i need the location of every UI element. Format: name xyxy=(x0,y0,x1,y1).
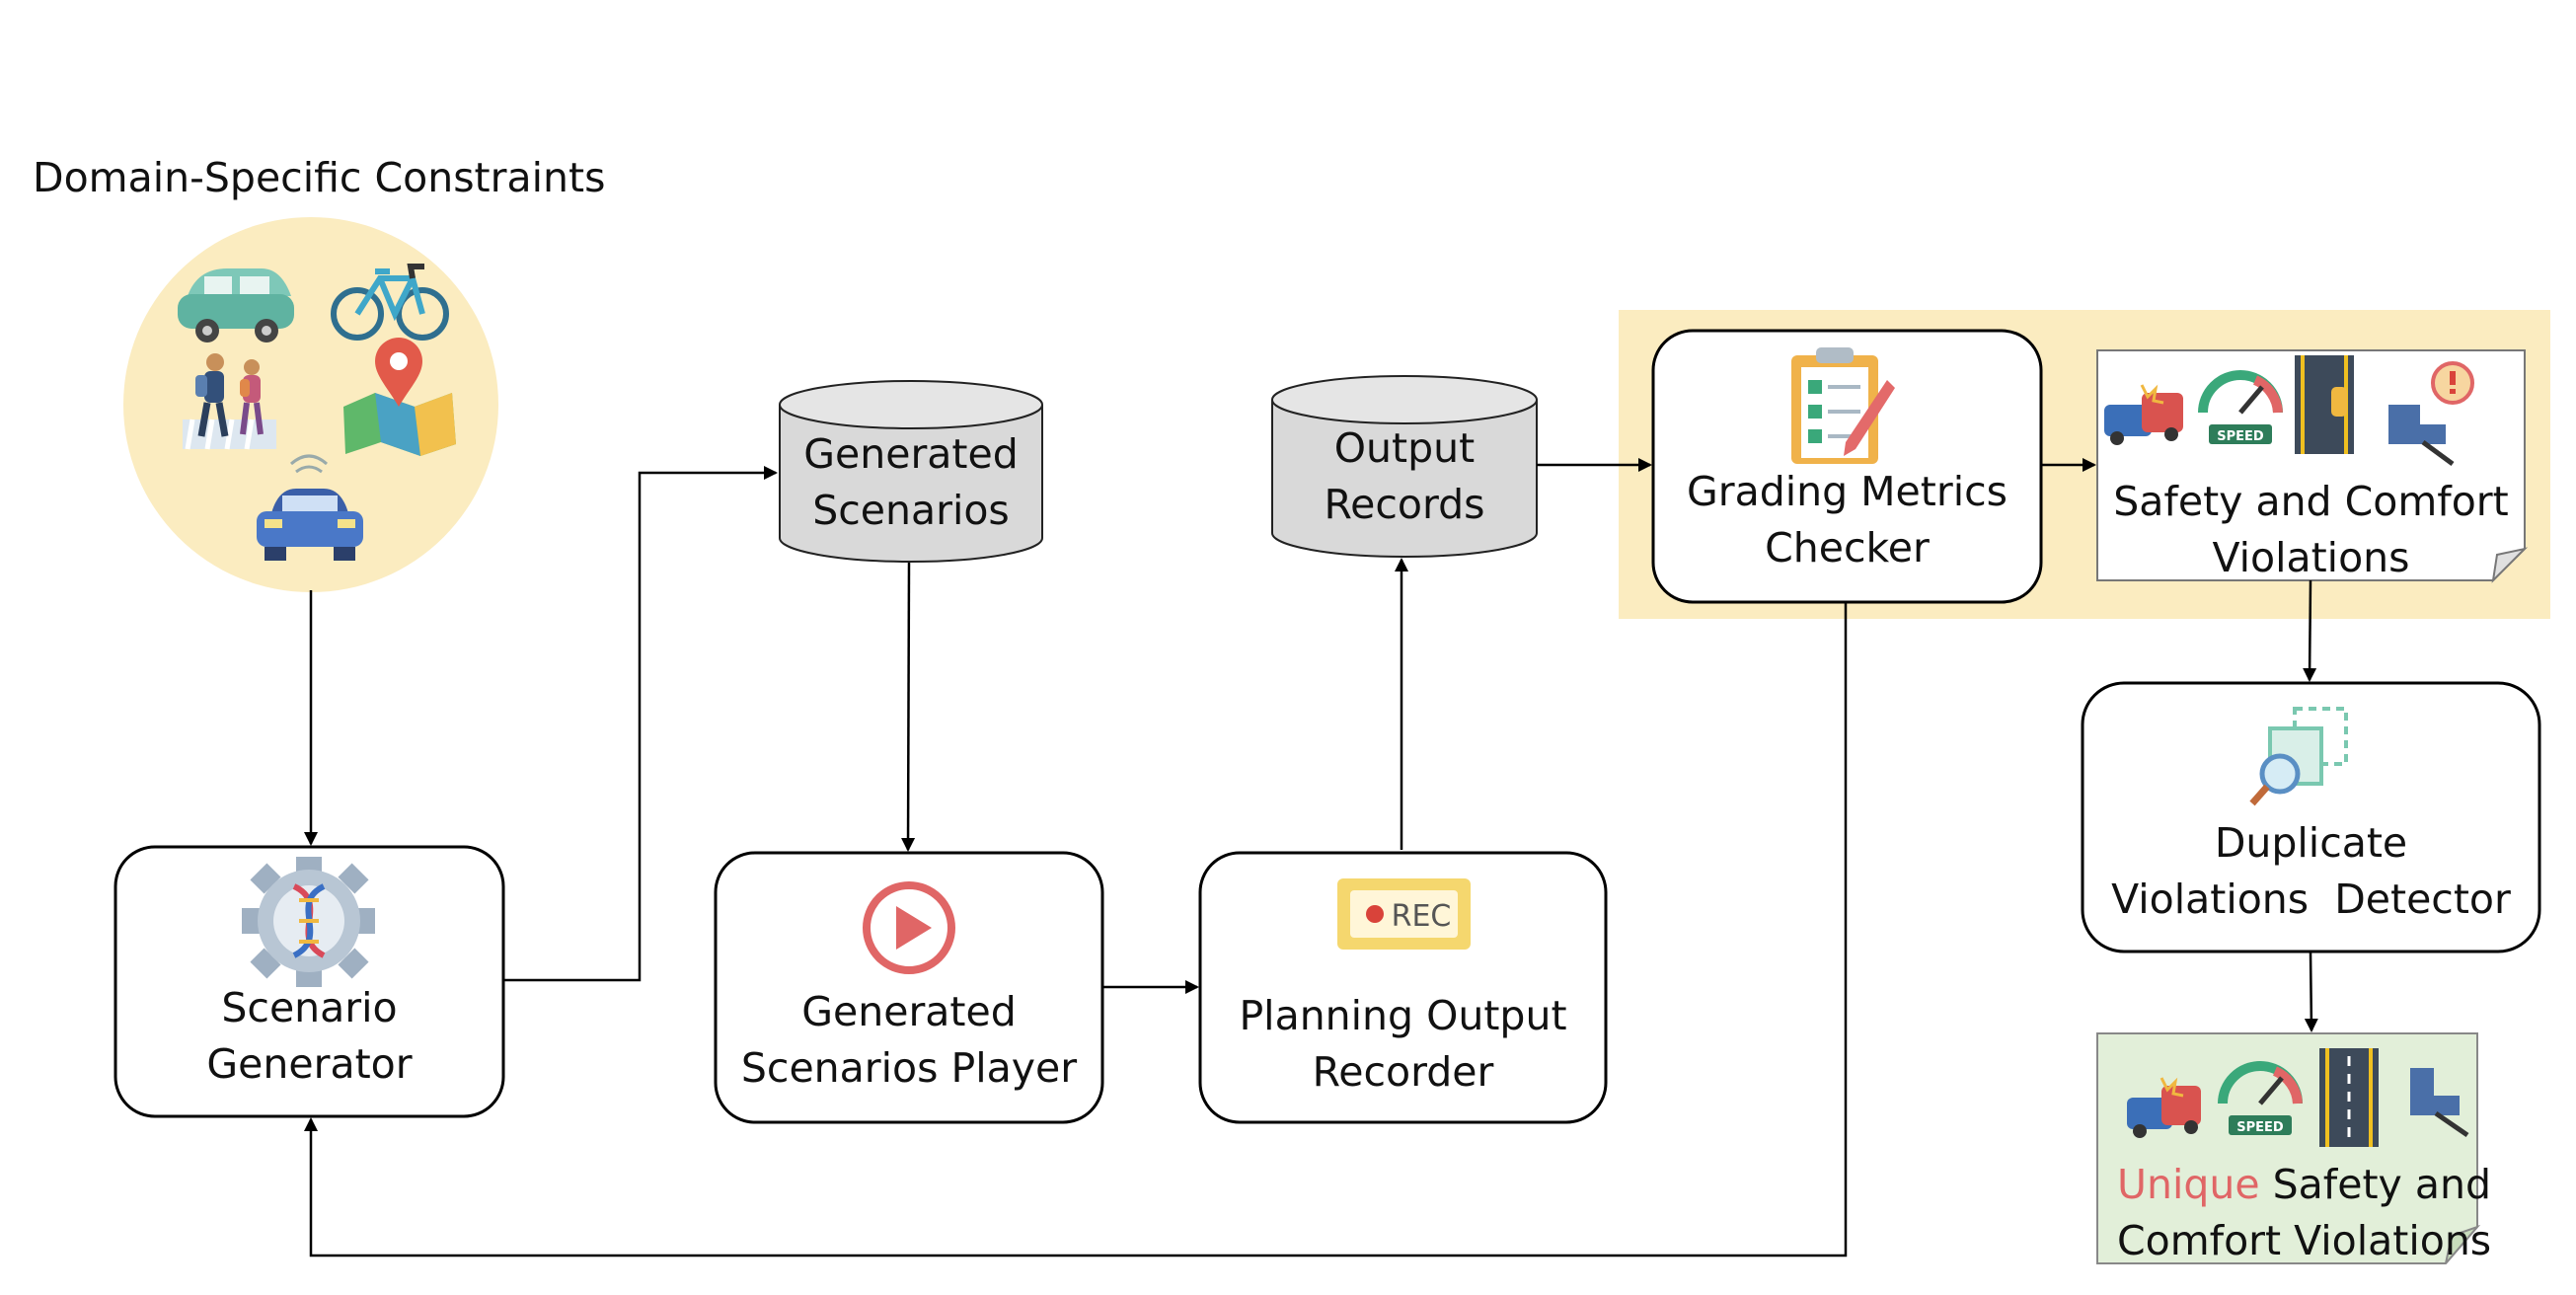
output-recorder-label: Planning Output Recorder xyxy=(1200,988,1606,1101)
lane-icon xyxy=(2295,355,2354,454)
car-icon xyxy=(178,268,294,343)
rec-icon: REC xyxy=(1337,878,1471,950)
dna-gear-icon xyxy=(242,857,375,987)
map-pin-icon xyxy=(343,338,456,456)
bicycle-icon xyxy=(331,264,449,341)
crash-icon xyxy=(2127,1077,2201,1138)
crash-icon xyxy=(2104,384,2183,445)
connected-car-icon xyxy=(257,454,363,561)
scenario-generator-label: Scenario Generator xyxy=(115,980,503,1093)
checklist-icon xyxy=(1791,347,1895,464)
rec-label: REC xyxy=(1392,899,1452,934)
diagram-title: Domain-Specific Constraints xyxy=(33,154,606,201)
play-icon xyxy=(863,881,955,974)
label-line: Violations xyxy=(2212,534,2410,581)
unique-violations-label: Unique Safety and Comfort Violations xyxy=(2097,1157,2492,1269)
label-line: Comfort Violations xyxy=(2117,1217,2492,1264)
output-records-label: Output Records xyxy=(1272,420,1537,533)
label-line: Violations Detector xyxy=(2111,876,2511,923)
label-rest: Safety and xyxy=(2259,1161,2491,1208)
duplicate-search-icon xyxy=(2249,707,2348,806)
label-line: Recorder xyxy=(1312,1048,1494,1096)
label-line: Scenario xyxy=(221,984,398,1031)
duplicate-detector-box xyxy=(2081,681,2541,953)
label-line: Scenarios xyxy=(812,487,1010,534)
grading-metrics-checker-box xyxy=(1651,329,2043,604)
brake-pedal-icon xyxy=(2388,361,2474,467)
connectors xyxy=(304,458,2318,1257)
label-line: Records xyxy=(1324,481,1485,528)
label-line: Unique Safety and xyxy=(2117,1157,2491,1213)
label-line: Generated xyxy=(803,430,1019,478)
speed-label: SPEED xyxy=(2217,429,2264,444)
label-line: Duplicate xyxy=(2214,819,2408,867)
lane-icon xyxy=(2319,1048,2379,1147)
generated-scenarios-db xyxy=(779,380,1043,563)
label-line: Scenarios Player xyxy=(740,1044,1078,1092)
safety-comfort-violations-label: Safety and Comfort Violations xyxy=(2097,474,2525,586)
generated-scenarios-label: Generated Scenarios xyxy=(780,426,1042,539)
grading-metrics-checker-label: Grading Metrics Checker xyxy=(1653,464,2041,576)
output-recorder-box xyxy=(1198,851,1608,1124)
label-line: Generated xyxy=(801,988,1017,1035)
speed-label: SPEED xyxy=(2236,1120,2284,1135)
speedometer-icon: SPEED xyxy=(2218,1061,2303,1135)
speedometer-icon: SPEED xyxy=(2198,370,2283,444)
scenarios-player-label: Generated Scenarios Player xyxy=(716,984,1102,1097)
label-line: Grading Metrics xyxy=(1686,468,2008,515)
label-line: Generator xyxy=(206,1040,413,1088)
label-line: Planning Output xyxy=(1239,992,1567,1039)
duplicate-violations-detector-label: Duplicate Violations Detector xyxy=(2083,815,2539,928)
pedestrians-icon xyxy=(183,353,276,450)
label-line: Output xyxy=(1333,424,1476,472)
unique-highlight: Unique xyxy=(2117,1161,2260,1208)
output-records-db xyxy=(1271,375,1538,558)
label-line: Safety and Comfort xyxy=(2113,478,2509,525)
label-line: Checker xyxy=(1765,524,1930,571)
brake-pedal-icon xyxy=(2410,1068,2469,1138)
